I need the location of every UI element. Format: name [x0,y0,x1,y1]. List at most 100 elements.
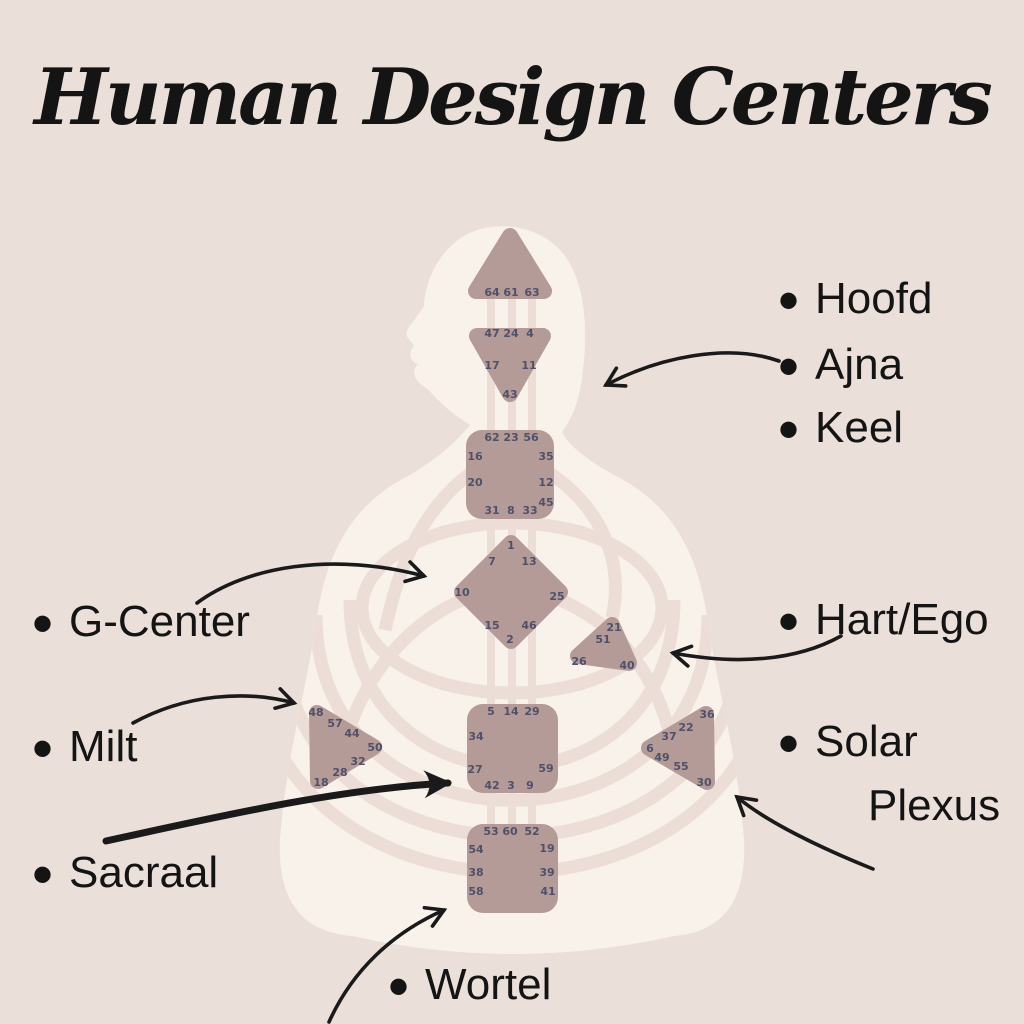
gate-number: 9 [526,779,534,792]
gate-number: 40 [619,659,635,672]
legend-item-keel: • Keel [778,396,904,463]
gate-number: 6 [646,742,654,755]
gate-number: 12 [538,476,553,489]
legend-label-solar: Solar [815,717,918,766]
gate-number: 3 [507,779,515,792]
legend-item-plexus: Plexus [868,781,1000,831]
gate-number: 19 [539,842,554,855]
gate-number: 54 [468,843,484,856]
gate-number: 31 [484,504,499,517]
legend-item-milt: • Milt [32,715,138,782]
gate-number: 13 [521,555,536,568]
gate-number: 43 [502,388,517,401]
arrow-to-sacral [102,770,452,845]
legend-item-sacraal: • Sacraal [32,841,219,908]
legend-label-wortel: Wortel [425,960,552,1009]
gate-number: 58 [468,885,483,898]
gate-number: 1 [507,539,515,552]
gate-number: 30 [696,776,712,789]
legend-label-plexus: Plexus [868,781,1001,830]
gate-number: 47 [484,327,499,340]
gate-number: 64 [484,286,500,299]
gate-number: 8 [507,504,515,517]
gate-number: 36 [699,708,715,721]
arrow-to-spleen [131,687,298,725]
center-sacral: 5 14 29 34 27 59 42 3 9 [467,704,558,793]
gate-number: 63 [524,286,539,299]
gate-number: 26 [571,655,587,668]
gate-number: 52 [524,825,539,838]
center-throat: 62 23 56 16 35 20 12 45 31 8 33 [466,430,554,519]
legend-label-ajna: Ajna [815,340,904,389]
legend-item-hoofd: • Hoofd [778,267,933,334]
annotation-arrows [102,351,875,1024]
gate-number: 14 [503,705,519,718]
center-heart: 21 51 26 40 [570,617,637,672]
gate-number: 44 [344,727,360,740]
legend-label-sacraal: Sacraal [69,848,219,897]
gate-number: 55 [673,760,688,773]
gate-number: 15 [484,619,499,632]
legend-item-wortel: • Wortel [388,953,552,1020]
gate-number: 32 [350,755,365,768]
gate-number: 57 [327,717,342,730]
center-spleen: 48 57 44 50 32 28 18 [308,705,383,789]
gate-number: 24 [503,327,519,340]
center-g: 1 7 13 10 25 15 46 2 [454,535,568,649]
gate-number: 34 [468,730,484,743]
legend-label-g-center: G-Center [69,597,250,646]
center-ajna: 47 24 4 17 11 43 [469,327,551,402]
gate-number: 56 [523,431,539,444]
gate-number: 28 [332,766,347,779]
legend-item-hart-ego: • Hart/Ego [778,588,989,655]
gate-number: 21 [606,621,621,634]
gate-number: 2 [506,633,514,646]
arrow-to-solar-plexus [734,794,875,871]
gate-number: 50 [367,741,383,754]
gate-number: 5 [487,705,495,718]
gate-number: 16 [467,450,483,463]
gate-number: 49 [654,751,669,764]
gate-number: 22 [678,721,693,734]
gate-number: 62 [484,431,499,444]
center-root: 53 60 52 54 19 38 39 58 41 [467,824,558,913]
center-solar-plexus: 36 22 37 6 49 55 30 [641,706,715,790]
gate-number: 33 [522,504,537,517]
gate-number: 18 [313,776,328,789]
legend-label-keel: Keel [815,403,904,452]
gate-number: 17 [484,359,499,372]
arrow-to-root [327,905,448,1024]
arrow-to-ajna-keel [602,351,781,388]
gate-number: 25 [549,590,564,603]
gate-number: 7 [488,555,496,568]
gate-number: 39 [539,866,554,879]
legend-label-milt: Milt [69,722,138,771]
gate-number: 27 [467,763,482,776]
page-title: Human Design Centers [34,52,993,143]
gate-number: 51 [595,633,610,646]
gate-number: 42 [484,779,499,792]
gate-number: 41 [540,885,555,898]
gate-number: 11 [521,359,536,372]
gate-number: 45 [538,496,553,509]
legend-item-ajna: • Ajna [778,333,904,400]
gate-number: 4 [526,327,534,340]
gate-number: 48 [308,706,323,719]
arrow-to-g-center [195,560,428,605]
gate-number: 10 [454,586,470,599]
legend-item-g-center: • G-Center [32,590,250,657]
arrow-to-heart [669,634,843,668]
gate-number: 61 [503,286,518,299]
gate-number: 20 [467,476,483,489]
legend-item-solar: • Solar [778,710,918,777]
gate-number: 29 [524,705,539,718]
center-head: 64 61 63 [468,228,552,299]
gate-number: 38 [468,866,483,879]
gate-number: 59 [538,762,553,775]
gate-number: 23 [503,431,518,444]
gate-number: 35 [538,450,553,463]
gate-number: 60 [502,825,518,838]
gate-number: 37 [661,730,676,743]
